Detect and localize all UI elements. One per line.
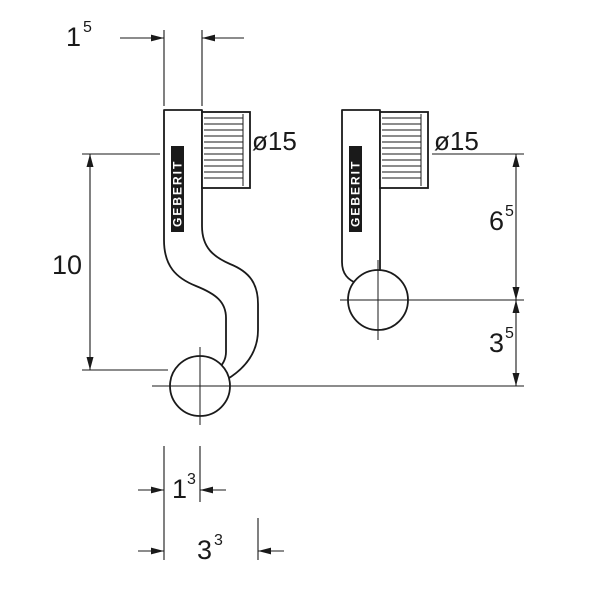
dim-right-lower-value: 3 — [489, 328, 504, 358]
left-logo-bar — [171, 146, 184, 232]
arrowhead — [86, 154, 94, 167]
arrowhead — [86, 357, 94, 370]
left-logo-text: GEBERIT — [171, 160, 185, 227]
arrowhead — [200, 486, 213, 494]
left-part-outline — [163, 109, 259, 381]
dim-bottom-inner-value: 1 — [172, 474, 187, 504]
diameter-label-left: ø15 — [252, 126, 297, 156]
dim-right-upper-value: 6 — [489, 206, 504, 236]
right-connector-part: GEBERIT — [341, 109, 429, 340]
dim-right-upper: 6 5 — [340, 153, 524, 301]
dim-bottom-outer: 3 3 — [138, 518, 284, 565]
dim-right-upper-lines — [340, 153, 524, 301]
dim-left-height-lines — [82, 153, 168, 371]
right-logo-text: GEBERIT — [349, 160, 363, 227]
dim-top-width: 1 5 — [66, 19, 244, 106]
arrowhead — [512, 300, 520, 313]
dim-bottom-inner-lines — [138, 446, 226, 560]
dim-bottom-outer-value: 3 — [197, 535, 212, 565]
dim-top-width-value: 1 — [66, 22, 81, 52]
left-connector-part: GEBERIT — [163, 109, 259, 425]
dim-right-lower-sup: 5 — [505, 325, 514, 342]
dim-top-width-lines — [120, 30, 244, 106]
dim-right-upper-sup: 5 — [505, 203, 514, 220]
arrowhead — [151, 34, 164, 42]
arrowhead — [258, 547, 271, 555]
dim-bottom-outer-sup: 3 — [214, 532, 223, 549]
dim-left-height: 10 — [52, 153, 168, 371]
dim-right-lower-lines — [152, 300, 524, 387]
left-thread-lines — [204, 114, 244, 186]
dimensions: 1 5 10 ø15 ø15 6 5 3 5 — [52, 19, 524, 565]
arrowhead — [202, 34, 215, 42]
arrowhead — [512, 373, 520, 386]
dim-bottom-inner-sup: 3 — [187, 471, 196, 488]
diameter-label-right: ø15 — [434, 126, 479, 156]
dim-top-width-sup: 5 — [83, 19, 92, 36]
right-logo-bar — [349, 146, 362, 232]
arrowhead — [512, 154, 520, 167]
dim-right-lower: 3 5 — [152, 300, 524, 387]
arrowhead — [151, 547, 164, 555]
right-thread-fitting — [379, 111, 429, 189]
left-thread-fitting — [201, 111, 251, 189]
arrowhead — [151, 486, 164, 494]
arrowhead — [512, 287, 520, 300]
right-thread-lines — [382, 114, 422, 186]
dim-bottom-inner: 1 3 — [138, 446, 226, 560]
dim-left-height-value: 10 — [52, 250, 82, 280]
